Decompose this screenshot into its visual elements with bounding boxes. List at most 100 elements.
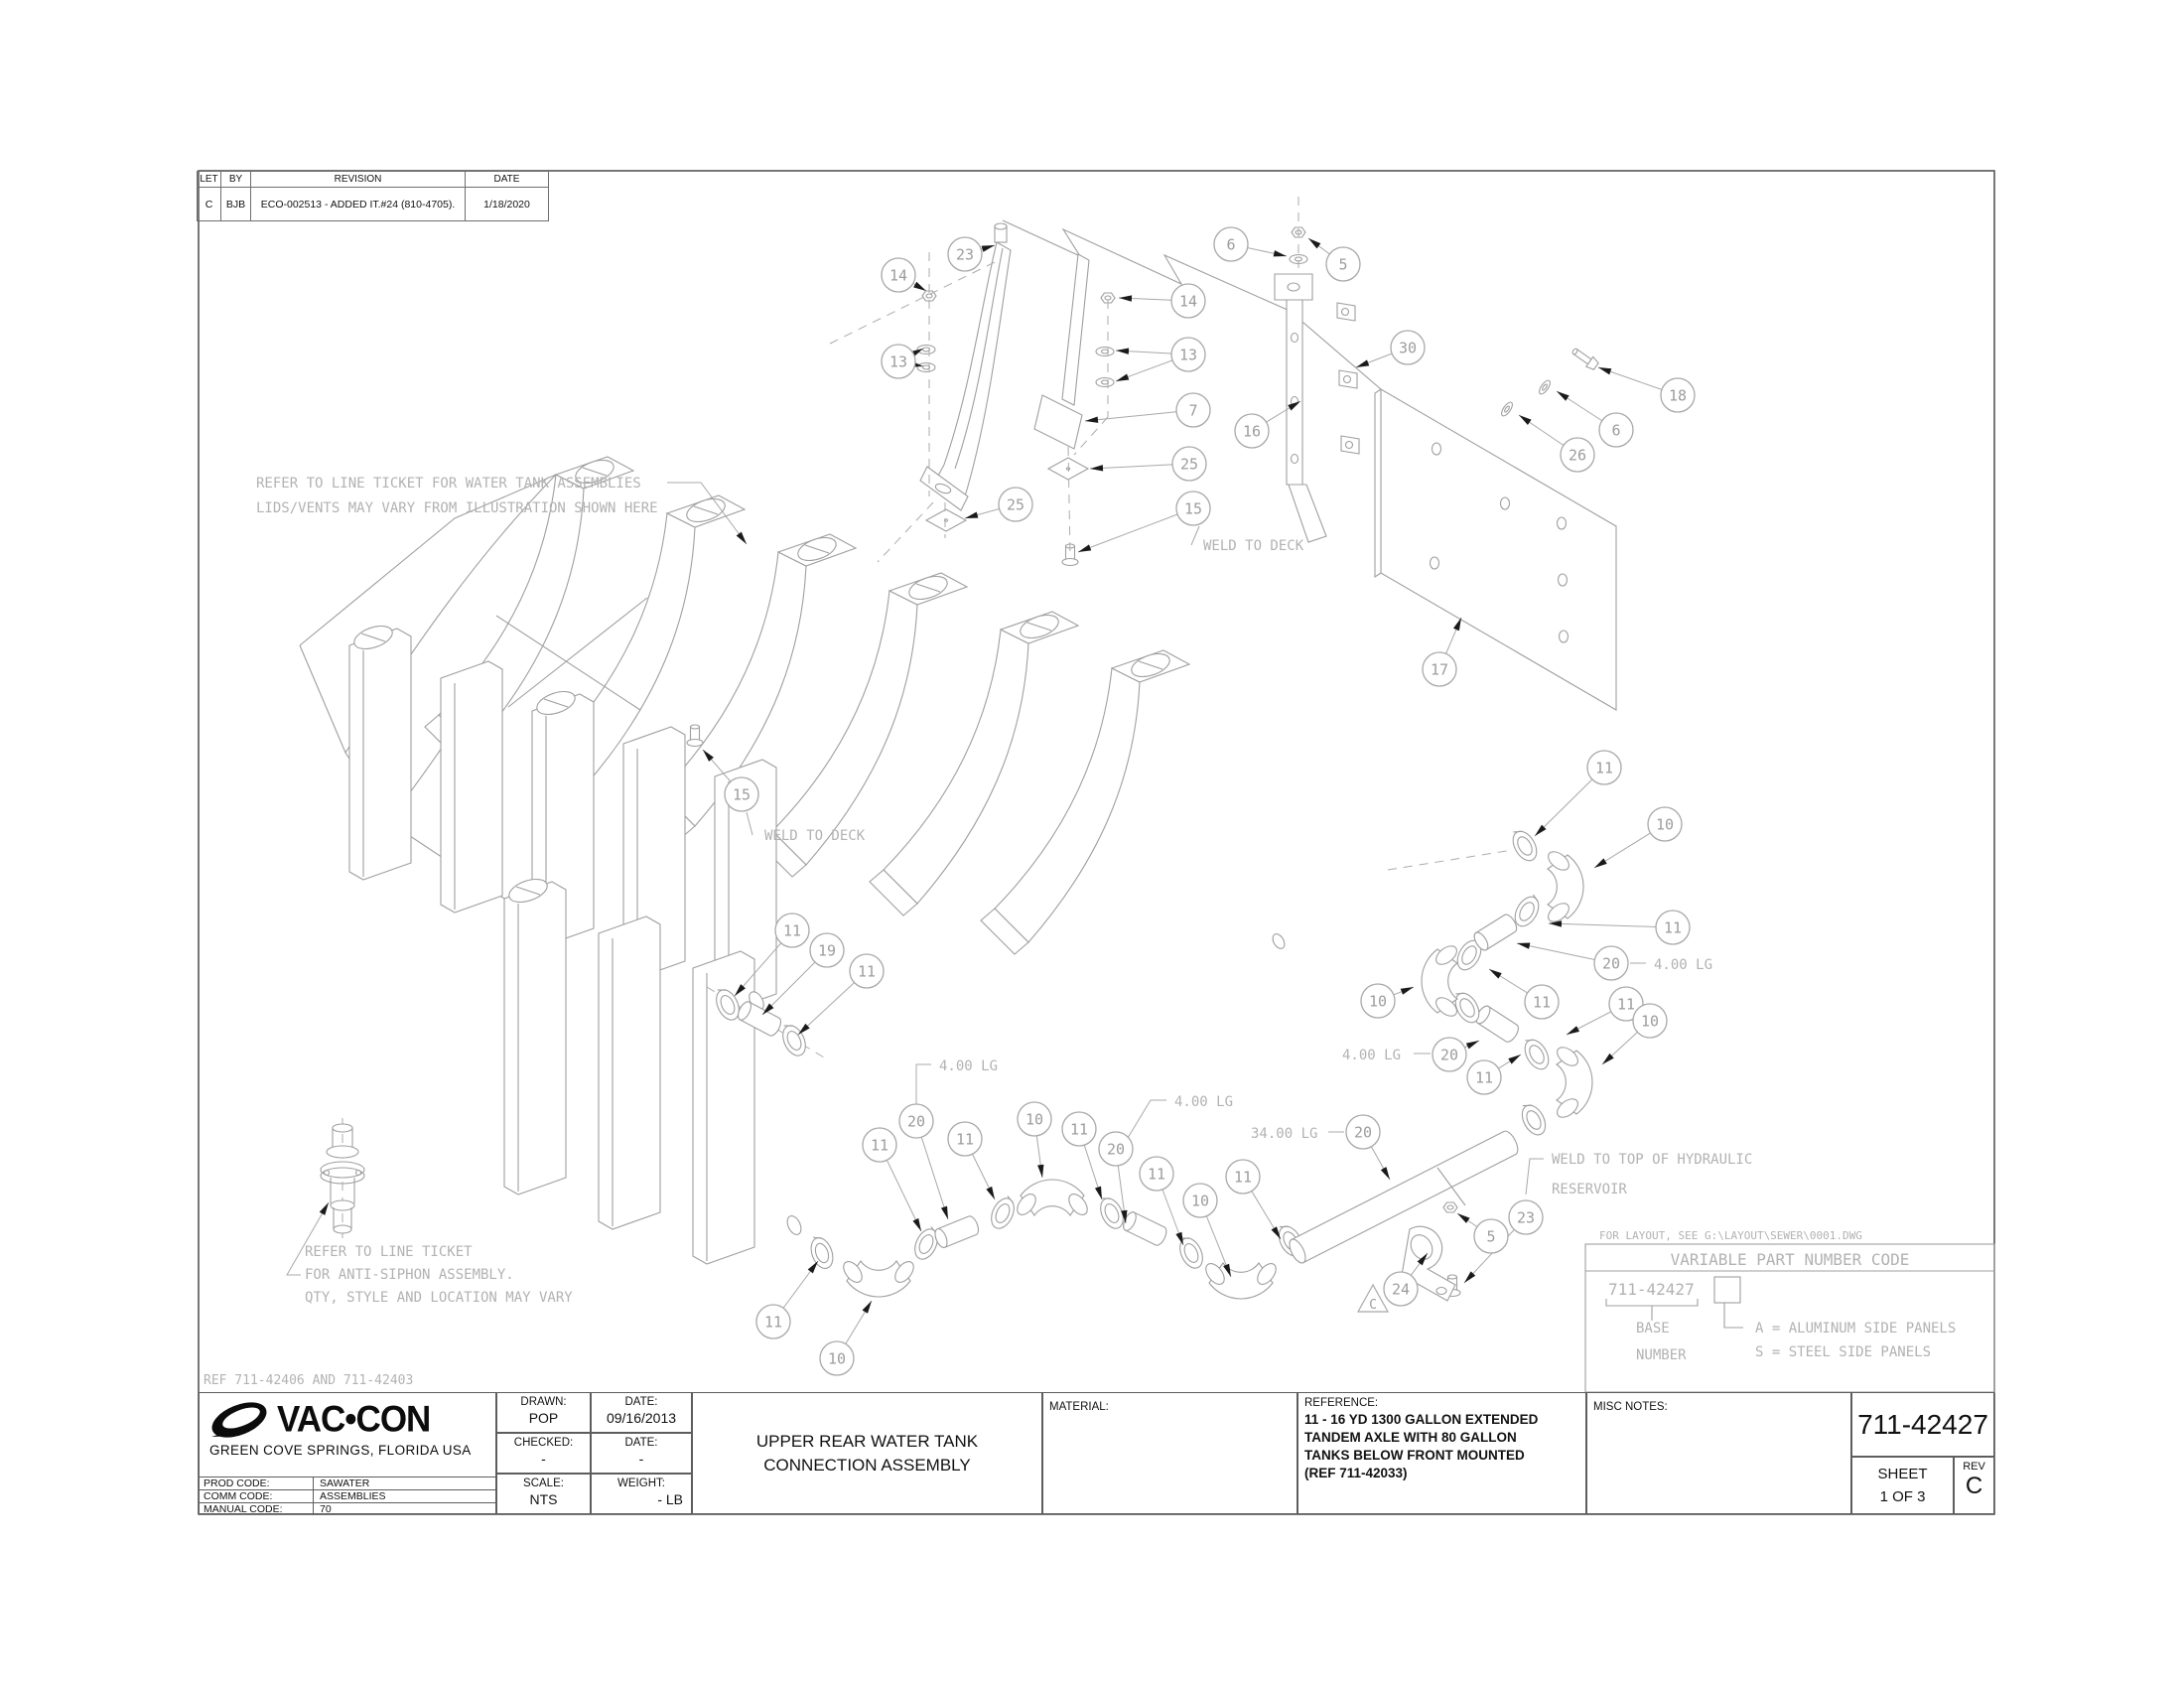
callout-balloon — [1017, 1101, 1052, 1137]
callout-20: 20 — [1432, 1037, 1480, 1072]
callout-18: 18 — [1597, 366, 1696, 413]
callout-15: 15 — [702, 749, 759, 812]
note-line: FOR LAYOUT, SEE G:\LAYOUT\SEWER\0001.DWG — [1599, 1229, 1862, 1242]
callout-20: 20 — [1516, 942, 1629, 981]
leader-arrowhead — [862, 1301, 872, 1314]
anti-siphon-assembly — [320, 1118, 365, 1239]
callout-11: 11 — [1534, 750, 1622, 837]
callout-11: 11 — [1225, 1159, 1282, 1240]
callout-20: 20 — [1098, 1131, 1134, 1224]
callout-number: 6 — [1226, 235, 1235, 253]
weight-value: - LB — [657, 1491, 683, 1507]
callout-number: 20 — [1440, 1046, 1458, 1063]
leader-arrowhead — [1567, 1026, 1580, 1035]
revision-table: LET BY REVISION DATE C BJB ECO-002513 - … — [197, 171, 549, 221]
leader-arrowhead — [1288, 401, 1300, 411]
note-line: WELD TO DECK — [764, 828, 866, 844]
callout-balloon — [1061, 1111, 1097, 1147]
callout-number: 5 — [1338, 255, 1347, 273]
manual-code-label: MANUAL CODE: — [200, 1503, 314, 1515]
rev-col-date: DATE — [465, 171, 549, 188]
drawn-label: DRAWN: — [520, 1396, 567, 1408]
leader-arrowhead — [1557, 391, 1570, 401]
leader-arrowhead — [1598, 367, 1612, 375]
vpnc-title: VARIABLE PART NUMBER CODE — [1671, 1250, 1910, 1269]
vpnc-file-note: FOR LAYOUT, SEE G:\LAYOUT\SEWER\0001.DWG — [1599, 1229, 1862, 1242]
leader-arrowhead — [913, 281, 926, 291]
callout-balloon — [1345, 1114, 1381, 1150]
misc-notes-label: MISC NOTES: — [1593, 1401, 1668, 1413]
note-line: WELD TO DECK — [1203, 538, 1304, 554]
svg-text:C: C — [1369, 1298, 1377, 1313]
callout-number: 5 — [1486, 1227, 1495, 1245]
callout-number: 14 — [889, 266, 907, 284]
callout-balloon — [1655, 910, 1691, 945]
callout-balloon — [724, 776, 759, 812]
company-name: VAC•CON — [277, 1399, 431, 1440]
callout-number: 11 — [858, 962, 876, 980]
checked-value: - — [541, 1451, 546, 1467]
leader-arrowhead — [1116, 373, 1130, 381]
note-line: FOR ANTI-SIPHON ASSEMBLY. — [305, 1267, 514, 1283]
callout-5: 5 — [1456, 1212, 1509, 1254]
leader-arrowhead — [798, 1023, 810, 1035]
note-line: 711-42427 — [1608, 1280, 1695, 1299]
callout-11: 11 — [734, 913, 810, 997]
rev-col-let: LET — [197, 171, 221, 188]
note-weld-deck-right: WELD TO DECK — [1190, 525, 1304, 554]
note-line: 4.00 LG — [1174, 1094, 1233, 1110]
callout-balloon — [1139, 1156, 1174, 1192]
note-line: 4.00 LG — [1342, 1048, 1401, 1063]
leader-arrowhead — [1116, 348, 1130, 354]
callout-14: 14 — [881, 257, 927, 293]
leader-arrowhead — [986, 1186, 995, 1199]
leader-arrowhead — [736, 531, 747, 544]
callout-number: 11 — [1234, 1168, 1252, 1186]
callout-19: 19 — [761, 932, 845, 1016]
prod-code-value: SAWATER — [320, 1477, 370, 1489]
callout-30: 30 — [1355, 330, 1426, 368]
manual-code-value: 70 — [320, 1503, 332, 1515]
leader-arrowhead — [1119, 295, 1133, 302]
callout-balloon — [1660, 377, 1696, 413]
callout-10: 10 — [1360, 983, 1415, 1019]
callout-number: 10 — [1025, 1110, 1043, 1128]
callout-number: 15 — [733, 785, 751, 803]
leader-arrowhead — [1535, 824, 1547, 836]
note-tank-assemblies: REFER TO LINE TICKET FOR WATER TANK ASSE… — [256, 476, 748, 545]
leader-arrowhead — [1090, 465, 1104, 472]
leader-arrowhead — [1549, 920, 1563, 927]
callout-balloon — [1593, 945, 1629, 981]
callout-number: 11 — [871, 1136, 888, 1154]
leader-arrowhead — [807, 1261, 818, 1274]
callout-10: 10 — [1017, 1101, 1052, 1179]
callout-balloon — [1632, 1003, 1668, 1039]
leader-arrowhead — [1602, 1053, 1614, 1064]
rev-description: ECO-002513 - ADDED IT.#24 (810-4705). — [250, 187, 466, 221]
callout-number: 16 — [1243, 422, 1261, 440]
callout-6: 6 — [1213, 226, 1288, 262]
callout-balloon — [1560, 437, 1595, 473]
callout-11: 11 — [1061, 1111, 1103, 1200]
callout-number: 26 — [1569, 446, 1586, 464]
callout-number: 11 — [1475, 1068, 1493, 1086]
callout-23: 23 — [947, 236, 996, 272]
scale-value: NTS — [529, 1491, 558, 1507]
callout-20: 20 — [898, 1103, 949, 1220]
callout-balloon — [774, 913, 810, 948]
reference-text: 11 - 16 YD 1300 GALLON EXTENDED TANDEM A… — [1304, 1412, 1539, 1480]
leader-arrowhead — [1417, 1253, 1428, 1266]
revision-row: C BJB ECO-002513 - ADDED IT.#24 (810-470… — [197, 187, 549, 221]
callout-number: 11 — [764, 1313, 782, 1331]
note-line: WELD TO TOP OF HYDRAULIC — [1552, 1152, 1752, 1168]
leader-arrowhead — [1223, 1263, 1231, 1277]
callout-20: 20 — [1345, 1114, 1391, 1181]
leader-arrowhead — [912, 1217, 921, 1231]
rev-col-desc: REVISION — [250, 171, 466, 188]
callout-balloon — [1360, 983, 1396, 1019]
callout-26: 26 — [1518, 414, 1595, 473]
leader-arrowhead — [940, 1205, 948, 1219]
